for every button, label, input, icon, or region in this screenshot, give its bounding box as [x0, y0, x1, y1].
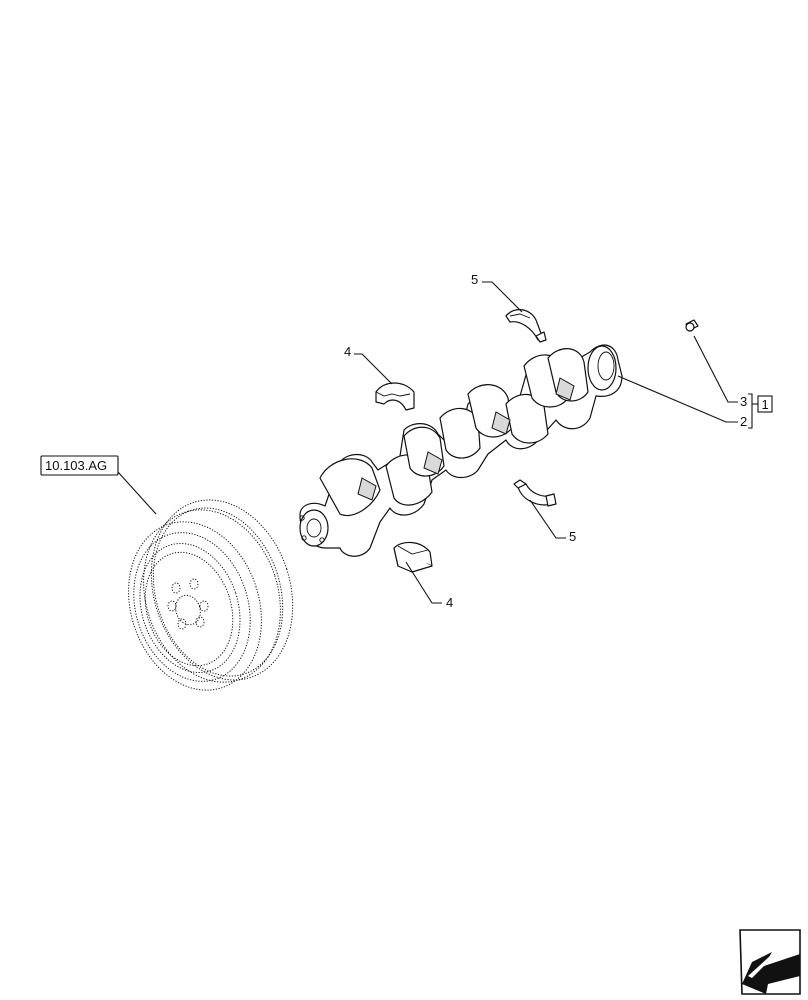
dowel-pin[interactable]: [685, 319, 699, 332]
thrust-washer-lower[interactable]: [513, 479, 557, 507]
callout-4-lower: 4: [446, 595, 453, 610]
crankshaft[interactable]: [299, 344, 623, 557]
main-bearing-shell-upper[interactable]: [375, 382, 415, 411]
reference-label: 10.103.AG: [45, 458, 107, 473]
thrust-washer-upper[interactable]: [505, 309, 547, 343]
reference-link-box[interactable]: 10.103.AG: [40, 455, 119, 476]
callout-2: 2: [740, 414, 747, 429]
callout-5-upper: 5: [471, 272, 478, 287]
callout-5-lower: 5: [569, 529, 576, 544]
group-callout-box: 1: [757, 395, 773, 413]
next-page-arrow-icon[interactable]: [739, 929, 801, 995]
main-bearing-shell-lower[interactable]: [393, 541, 433, 573]
leader-lines: [117, 281, 758, 604]
callout-1: 1: [762, 397, 769, 412]
callout-4-upper: 4: [344, 344, 351, 359]
callout-3: 3: [740, 394, 747, 409]
vibration-damper[interactable]: [108, 481, 316, 707]
